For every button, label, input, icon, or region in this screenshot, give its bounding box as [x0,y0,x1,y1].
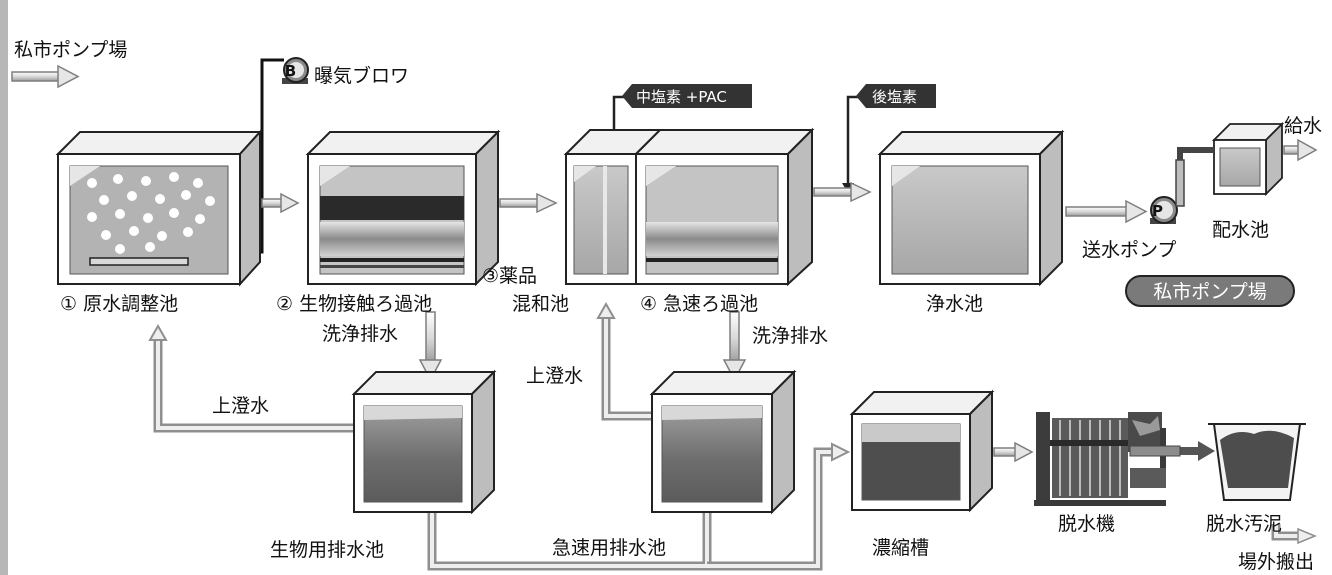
tank-raw-water-adjust-label: ① 原水調整池 [60,293,178,315]
dehydrator-label: 脱水機 [1058,513,1115,535]
flow-arrow-supply [1283,138,1318,162]
supernatant-label-2: 上澄水 [526,365,583,387]
wash-drain-label-2: 洗浄排水 [752,325,828,347]
tank-clean-water-label: 浄水池 [926,293,983,315]
supernatant-label-1: 上澄水 [212,395,269,417]
tank-rapid-drain [649,369,797,515]
tank-distribution [1211,121,1285,197]
supply-pump-icon [1150,147,1214,224]
flow-arrow-thickener-dehydrator [993,441,1034,463]
drain-arrows [418,311,747,382]
tank-bio-contact-filter-label: ② 生物接触ろ過池 [276,293,432,315]
post-chlorine-tag [856,84,936,108]
dehydrator-machine [1034,412,1181,506]
distribution-tank-label: 配水池 [1212,219,1269,241]
supply-pump-label: 送水ポンプ [1082,239,1176,261]
bio-drain-tank-label: 生物用排水池 [270,539,384,561]
flow-arrow-clean-pump [1065,199,1148,224]
tank-bio-contact-filter [305,129,501,287]
tank-rapid-filter-label: ④ 急速ろ過池 [640,293,758,315]
tank-rapid-filter [633,127,815,287]
wash-drain-arrow-2 [722,311,747,382]
pump-symbol: P [1152,202,1163,220]
flow-arrow-4-clean [813,181,872,203]
dest-pump-station-label: 私市ポンプ場 [1153,281,1266,303]
tank-thickener [849,389,995,513]
tank-raw-water-adjust [55,129,263,287]
tank-clean-water [877,129,1065,287]
source-pump-station-label: 私市ポンプ場 [14,39,127,61]
tank-chemical-mixing-label-1: ③薬品 [482,265,537,287]
rapid-drain-tank-label: 急速用排水池 [552,537,666,559]
tank-chemical-mixing [563,129,663,285]
tank-bio-drain [351,369,497,515]
labels: 私市ポンプ場 B 曝気ブロワ ① 原水調整池 ② 生物接触ろ過池 ③薬品 混和池… [14,39,1322,573]
offsite-label: 場外搬出 [1238,551,1314,573]
pipes [153,58,866,571]
mid-chlorine-label: 中塩素 +PAC [636,88,727,106]
flow-arrow-2-3 [499,192,558,214]
wash-drain-arrow-1 [418,311,443,382]
pump-station-badge [1125,275,1295,307]
inflow-arrow [11,64,80,89]
tank-chemical-mixing-label-2: 混和池 [512,293,569,315]
flow-arrow-sludge [1180,441,1215,461]
mid-chlorine-tag [622,84,752,108]
wash-drain-label-1: 洗浄排水 [322,323,398,345]
water-supply-label: 給水 [1284,115,1322,137]
blower-label: 曝気ブロワ [314,64,409,87]
blower-symbol: B [285,62,296,80]
blower-icon [282,57,309,84]
sludge-bucket [1208,423,1306,501]
flow-arrows [11,64,1318,545]
post-chlorine-label: 後塩素 [872,88,917,106]
flow-arrow-1-2 [261,192,300,214]
thickener-label: 濃縮槽 [872,537,929,559]
dewatered-sludge-label: 脱水汚泥 [1206,513,1282,535]
flow-arrow-offsite [1271,524,1317,545]
air-bubbles [87,172,215,254]
